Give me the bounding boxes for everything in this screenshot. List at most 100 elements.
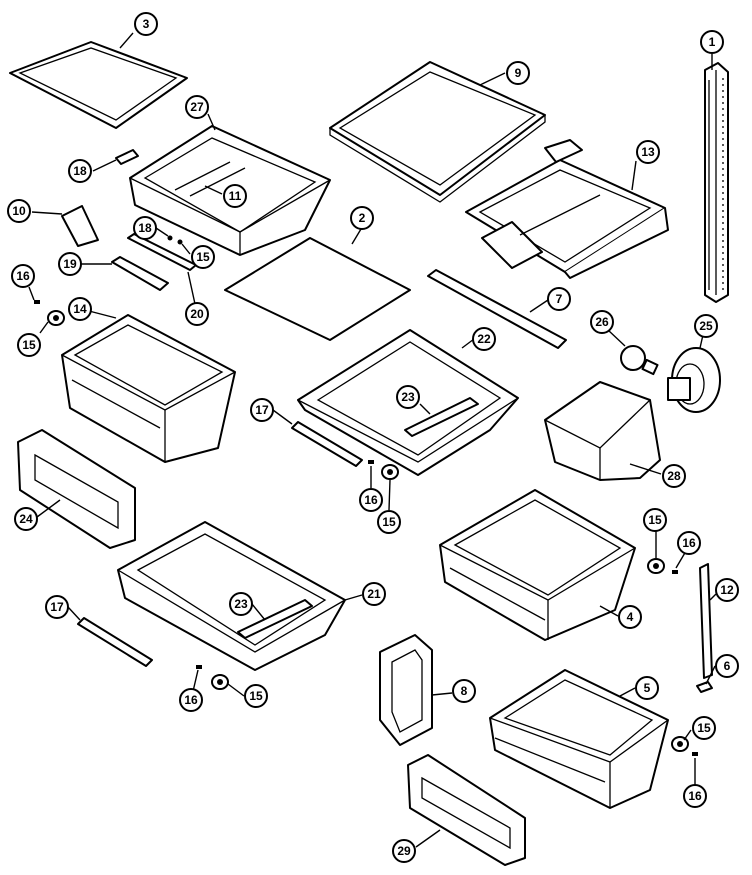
svg-text:27: 27 — [190, 100, 204, 114]
callout-15-f: 15 — [692, 716, 716, 740]
part-5-crisper-drawer — [489, 669, 669, 809]
svg-text:18: 18 — [73, 164, 87, 178]
svg-text:16: 16 — [16, 269, 30, 283]
callout-19: 19 — [58, 252, 82, 276]
callout-17-a: 17 — [250, 398, 274, 422]
svg-text:16: 16 — [184, 693, 198, 707]
callout-17-b: 17 — [45, 595, 69, 619]
svg-text:15: 15 — [22, 338, 36, 352]
svg-text:2: 2 — [359, 211, 366, 225]
svg-text:16: 16 — [364, 493, 378, 507]
svg-text:8: 8 — [461, 684, 468, 698]
part-24-drawer-front — [17, 429, 136, 549]
callout-16-e: 16 — [683, 784, 707, 808]
callout-23-a: 23 — [396, 385, 420, 409]
svg-text:16: 16 — [688, 789, 702, 803]
part-21-pan-cover — [117, 521, 346, 671]
part-16-screw-e — [692, 752, 698, 756]
part-20-rail — [127, 233, 197, 271]
callout-15-d: 15 — [643, 508, 667, 532]
callout-21: 21 — [362, 582, 386, 606]
callout-26: 26 — [590, 310, 614, 334]
callout-24: 24 — [14, 507, 38, 531]
callout-3: 3 — [134, 12, 158, 36]
svg-text:20: 20 — [190, 307, 204, 321]
svg-text:17: 17 — [50, 600, 64, 614]
part-8-bracket — [379, 634, 433, 746]
part-1-rail — [704, 62, 729, 303]
svg-text:14: 14 — [73, 302, 87, 316]
callout-10: 10 — [7, 199, 31, 223]
part-16-screw — [34, 300, 40, 304]
part-15-cap-c — [381, 464, 399, 480]
callout-1: 1 — [700, 30, 724, 54]
svg-text:17: 17 — [255, 403, 269, 417]
part-13-shelf-assembly — [465, 139, 669, 279]
svg-text:15: 15 — [196, 250, 210, 264]
callout-12: 12 — [715, 578, 739, 602]
svg-text:23: 23 — [234, 597, 248, 611]
callout-27: 27 — [185, 95, 209, 119]
callout-7: 7 — [547, 287, 571, 311]
svg-text:21: 21 — [367, 587, 381, 601]
svg-text:29: 29 — [397, 844, 411, 858]
svg-text:15: 15 — [249, 689, 263, 703]
callout-16-d: 16 — [179, 688, 203, 712]
svg-text:15: 15 — [648, 513, 662, 527]
part-14-crisper-drawer — [61, 314, 236, 463]
callout-9: 9 — [506, 61, 530, 85]
svg-text:26: 26 — [595, 315, 609, 329]
part-16-screw-d — [196, 665, 202, 669]
callout-11: 11 — [223, 184, 247, 208]
callout-18-upper: 18 — [68, 159, 92, 183]
svg-text:18: 18 — [138, 221, 152, 235]
svg-text:15: 15 — [382, 515, 396, 529]
part-18-clip — [115, 149, 139, 165]
part-6-plug — [696, 681, 713, 693]
part-25-light-housing — [667, 347, 721, 413]
callout-5: 5 — [635, 676, 659, 700]
callout-4: 4 — [618, 605, 642, 629]
part-9-shelf — [329, 61, 546, 203]
svg-text:19: 19 — [63, 257, 77, 271]
part-26-light-bulb — [620, 345, 659, 376]
callout-25: 25 — [694, 314, 718, 338]
part-10-divider — [61, 205, 99, 247]
callout-15-e: 15 — [244, 684, 268, 708]
callout-14: 14 — [68, 297, 92, 321]
part-15-cap-f — [671, 736, 689, 752]
svg-text:13: 13 — [641, 145, 655, 159]
callout-2: 2 — [350, 206, 374, 230]
svg-text:3: 3 — [143, 17, 150, 31]
svg-text:15: 15 — [697, 721, 711, 735]
part-23-rail-b — [237, 599, 313, 639]
svg-text:7: 7 — [556, 292, 563, 306]
callout-20: 20 — [185, 302, 209, 326]
part-12-strip — [699, 563, 713, 679]
callout-16-c: 16 — [677, 531, 701, 555]
part-15-cap — [47, 310, 65, 326]
svg-text:9: 9 — [515, 66, 522, 80]
part-15-cap-e — [211, 674, 229, 690]
part-17-rail — [291, 421, 363, 467]
svg-text:1: 1 — [709, 35, 716, 49]
svg-text:12: 12 — [720, 583, 734, 597]
svg-text:24: 24 — [19, 512, 33, 526]
svg-text:23: 23 — [401, 390, 415, 404]
callout-13: 13 — [636, 140, 660, 164]
svg-text:16: 16 — [682, 536, 696, 550]
part-18-screw — [167, 235, 183, 245]
svg-text:4: 4 — [627, 610, 634, 624]
part-4-crisper-drawer — [439, 489, 636, 641]
svg-text:11: 11 — [229, 189, 242, 203]
part-7-rail — [427, 269, 567, 349]
callout-6: 6 — [715, 654, 739, 678]
callout-15-b: 15 — [17, 333, 41, 357]
part-28-dairy-bin — [544, 381, 661, 481]
part-15-cap-d — [647, 558, 665, 574]
part-3-shelf-frame — [9, 41, 188, 129]
part-29-drawer-front — [407, 754, 526, 866]
callout-22: 22 — [472, 327, 496, 351]
callout-15-a: 15 — [191, 245, 215, 269]
